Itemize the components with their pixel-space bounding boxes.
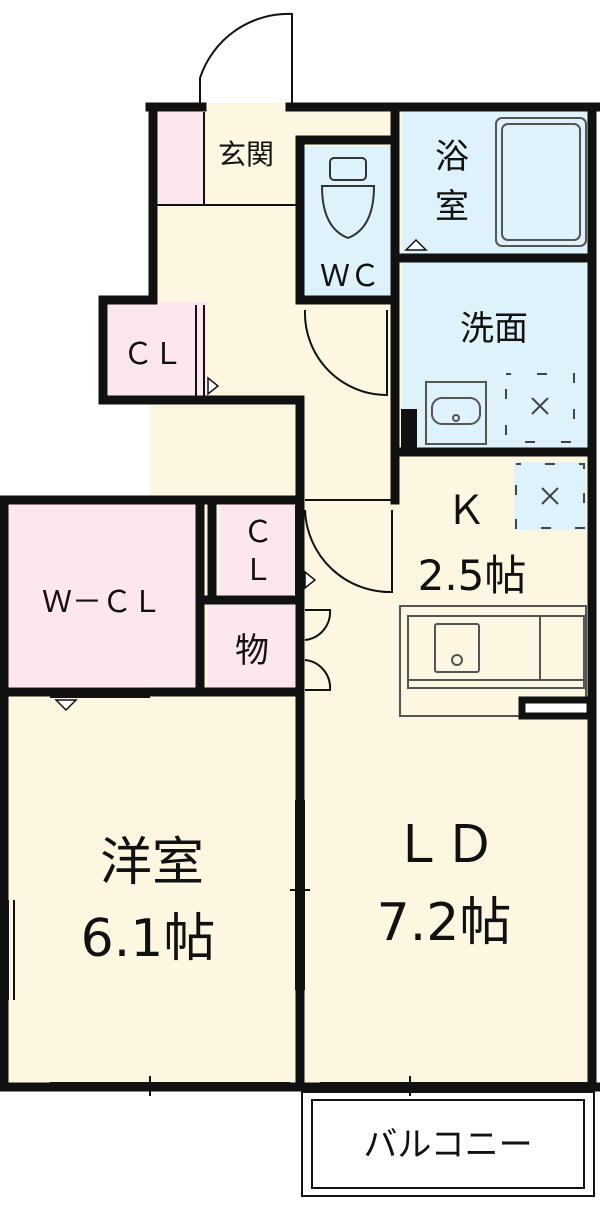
kitchen-size-label: 2.5帖 <box>418 551 527 600</box>
labels: 玄関 浴 室 ＷＣ 洗面 ＣＬ Ｃ Ｌ Ｗ－ＣＬ 物 Ｋ 2.5帖 洋室 6.1… <box>42 137 533 1165</box>
fridge-space-icon <box>515 463 585 529</box>
western-name-label: 洋室 <box>100 833 204 893</box>
cl-mid-label-1: Ｃ <box>243 515 273 550</box>
storage-label: 物 <box>235 631 269 671</box>
ld-size-label: 7.2帖 <box>377 893 512 953</box>
senmen-label: 洗面 <box>460 309 528 349</box>
wcl-label: Ｗ－ＣＬ <box>42 585 162 620</box>
interior-doors <box>303 309 393 691</box>
senmen-fill <box>402 262 594 448</box>
door-marks <box>54 238 428 712</box>
washer-space-icon <box>505 373 575 443</box>
bath-label-1: 浴 <box>435 137 469 177</box>
western-floor-fill <box>0 690 305 1087</box>
genkan-label: 玄関 <box>218 138 274 171</box>
entry-closet-fill <box>158 112 204 204</box>
cl-mid-fill <box>220 505 298 595</box>
cl-upper-label: ＣＬ <box>123 337 183 372</box>
cl-mid-label-2: Ｌ <box>243 553 273 588</box>
kitchen-name-label: Ｋ <box>446 488 486 534</box>
wcl-fill <box>6 503 200 687</box>
ld-name-label: ＬＤ <box>392 815 496 875</box>
thin-lines <box>7 112 590 1096</box>
storage-fill <box>208 604 298 688</box>
bathtub-icon <box>495 117 587 247</box>
wc-fill <box>304 146 392 298</box>
washbasin-icon <box>425 381 487 445</box>
toilet-icon <box>320 157 376 240</box>
cl-upper-fill <box>106 302 206 397</box>
entrance-door <box>199 12 293 103</box>
balcony-label: バルコニー <box>363 1125 532 1165</box>
bath-label-2: 室 <box>435 187 469 227</box>
bath-fill <box>402 110 594 256</box>
kitchen-counter <box>399 605 594 720</box>
floor-fills <box>0 103 596 1087</box>
balcony <box>301 1091 595 1197</box>
wc-label: ＷＣ <box>320 259 380 294</box>
walls <box>0 102 600 1092</box>
western-size-label: 6.1帖 <box>81 909 216 969</box>
